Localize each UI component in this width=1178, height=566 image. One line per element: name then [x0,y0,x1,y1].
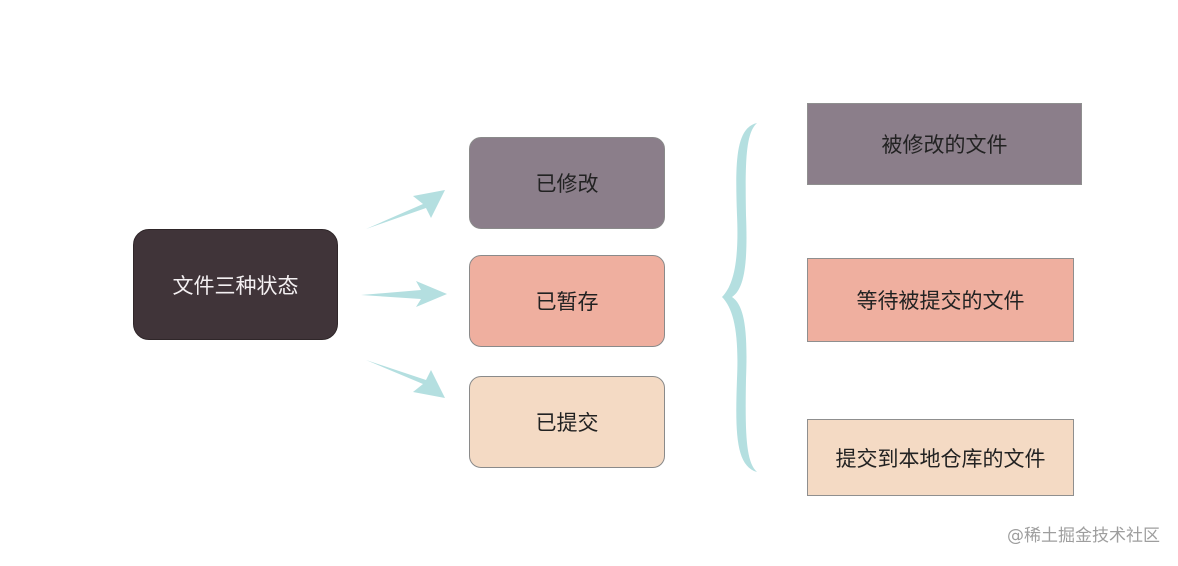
root-node: 文件三种状态 [133,229,338,340]
curly-brace [722,123,757,472]
state-committed: 已提交 [469,376,665,468]
state-modified: 已修改 [469,137,665,229]
arrow-to-committed [366,360,445,398]
state-staged-label: 已暂存 [535,290,599,314]
desc-modified: 被修改的文件 [807,103,1082,185]
state-staged: 已暂存 [469,255,665,347]
desc-staged-label: 等待被提交的文件 [856,289,1025,313]
state-committed-label: 已提交 [535,411,599,435]
state-modified-label: 已修改 [535,172,599,196]
arrow-to-staged [361,281,447,307]
desc-committed: 提交到本地仓库的文件 [807,419,1074,496]
watermark: @稀土掘金技术社区 [1007,526,1160,546]
desc-staged: 等待被提交的文件 [807,258,1074,342]
desc-modified-label: 被修改的文件 [881,133,1008,157]
root-label: 文件三种状态 [172,273,299,298]
arrow-to-modified [366,190,445,229]
desc-committed-label: 提交到本地仓库的文件 [835,446,1046,471]
